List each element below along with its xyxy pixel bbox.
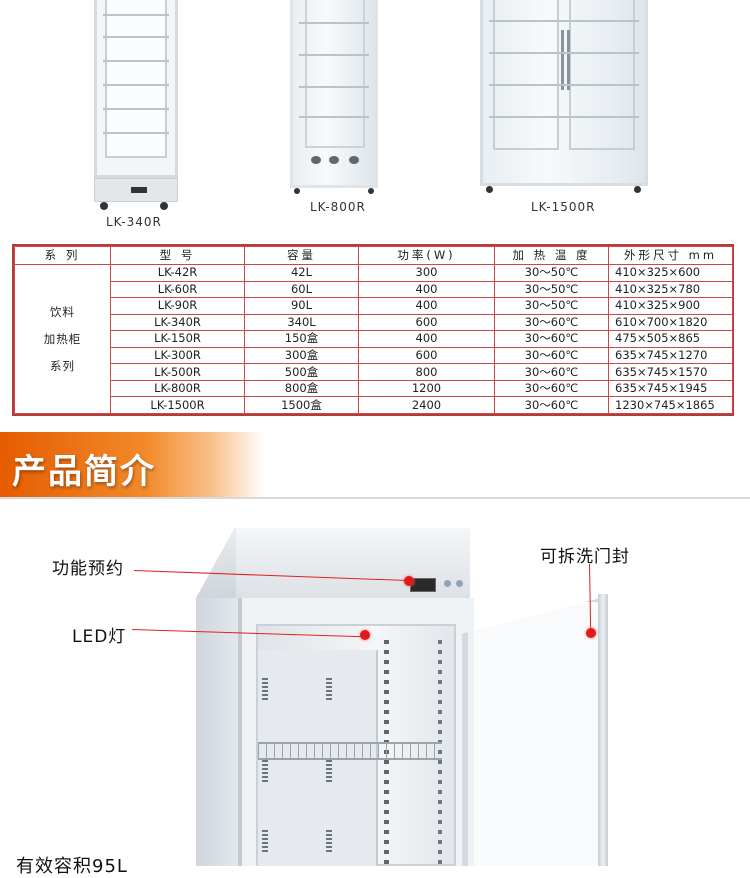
cell-power: 600 (358, 346, 495, 365)
cell-model: LK-500R (110, 363, 245, 381)
product-caption: LK-800R (310, 200, 366, 214)
cell-power: 1200 (358, 379, 495, 398)
series-line: 加热柜 (43, 331, 82, 346)
header-temperature: 加 热 温 度 (494, 246, 609, 265)
cell-power: 400 (358, 280, 495, 299)
cell-model: LK-300R (110, 346, 245, 365)
label-led-light: LED灯 (72, 627, 127, 647)
table-row: 饮料 加热柜 系列 LK-42R 42L 300 30～50℃ 410×325×… (14, 264, 733, 414)
cell-temperature: 30～60℃ (494, 396, 609, 414)
table-row: LK-500R 500盒 800 30～60℃ 635×745×1570 (15, 363, 733, 381)
cell-model: LK-60R (110, 280, 245, 299)
cell-dimensions: 410×325×780 (608, 280, 733, 299)
cell-model: LK-800R (110, 379, 245, 398)
cell-temperature: 30～50℃ (494, 280, 609, 299)
table-header-row: 系 列 型 号 容量 功率(W) 加 热 温 度 外形尺寸 mm (14, 246, 733, 265)
marker-door-seal (586, 628, 596, 638)
cell-model: LK-1500R (110, 396, 245, 414)
cell-capacity: 500盒 (244, 363, 359, 381)
leader-line (589, 564, 592, 635)
cell-capacity: 800盒 (244, 379, 359, 398)
product-caption: LK-340R (106, 215, 162, 229)
table-row: LK-1500R 1500盒 2400 30～60℃ 1230×745×1865 (15, 396, 733, 414)
series-line: 饮料 (50, 304, 75, 319)
cell-temperature: 30～50℃ (494, 297, 609, 315)
cell-power: 400 (358, 297, 495, 315)
header-model: 型 号 (110, 246, 245, 265)
header-capacity: 容量 (244, 246, 359, 265)
cell-model: LK-340R (110, 313, 245, 332)
cell-dimensions: 475×505×865 (608, 330, 733, 348)
marker-led (360, 630, 370, 640)
series-cell: 饮料 加热柜 系列 (14, 264, 111, 414)
cell-power: 400 (358, 330, 495, 348)
marker-function (404, 576, 414, 586)
section-title: 产品简介 (12, 452, 156, 492)
cell-capacity: 340L (244, 313, 359, 332)
cell-dimensions: 1230×745×1865 (608, 396, 733, 414)
cell-temperature: 30～60℃ (494, 330, 609, 348)
spec-table: 系 列 型 号 容量 功率(W) 加 热 温 度 外形尺寸 mm 饮料 加热柜 … (12, 244, 734, 416)
cell-model: LK-90R (110, 297, 245, 315)
divider (0, 497, 750, 499)
cell-model: LK-42R (110, 264, 245, 282)
cell-capacity: 1500盒 (244, 396, 359, 414)
cell-capacity: 60L (244, 280, 359, 299)
section-banner (0, 432, 265, 498)
cell-dimensions: 635×745×1270 (608, 346, 733, 365)
table-row: LK-800R 800盒 1200 30～60℃ 635×745×1945 (15, 379, 733, 398)
cell-dimensions: 410×325×900 (608, 297, 733, 315)
table-row: LK-340R 340L 600 30～60℃ 610×700×1820 (15, 313, 733, 332)
cell-temperature: 30～60℃ (494, 346, 609, 365)
cell-capacity: 42L (244, 264, 359, 282)
table-row: LK-150R 150盒 400 30～60℃ 475×505×865 (15, 330, 733, 348)
cell-dimensions: 635×745×1570 (608, 363, 733, 381)
cell-capacity: 150盒 (244, 330, 359, 348)
product-caption: LK-1500R (531, 200, 596, 214)
series-line: 系列 (50, 358, 75, 373)
header-series: 系 列 (14, 246, 111, 265)
label-removable-door-seal: 可拆洗门封 (540, 547, 630, 567)
cell-power: 300 (358, 264, 495, 282)
cell-power: 800 (358, 363, 495, 381)
cell-temperature: 30～60℃ (494, 313, 609, 332)
cell-dimensions: 410×325×600 (608, 264, 733, 282)
cell-temperature: 30～60℃ (494, 363, 609, 381)
cell-power: 2400 (358, 396, 495, 414)
cell-temperature: 30～60℃ (494, 379, 609, 398)
cell-temperature: 30～50℃ (494, 264, 609, 282)
cell-capacity: 90L (244, 297, 359, 315)
label-effective-volume: 有效容积95L (16, 856, 128, 877)
table-row: LK-300R 300盒 600 30～60℃ 635×745×1270 (15, 346, 733, 365)
label-function-reservation: 功能预约 (52, 559, 124, 579)
cell-capacity: 300盒 (244, 346, 359, 365)
header-power: 功率(W) (358, 246, 495, 265)
table-row: LK-90R 90L 400 30～50℃ 410×325×900 (15, 297, 733, 315)
table-row: LK-60R 60L 400 30～50℃ 410×325×780 (15, 280, 733, 299)
cell-model: LK-150R (110, 330, 245, 348)
header-dimensions: 外形尺寸 mm (608, 246, 733, 265)
cell-dimensions: 610×700×1820 (608, 313, 733, 332)
cell-power: 600 (358, 313, 495, 332)
cell-dimensions: 635×745×1945 (608, 379, 733, 398)
